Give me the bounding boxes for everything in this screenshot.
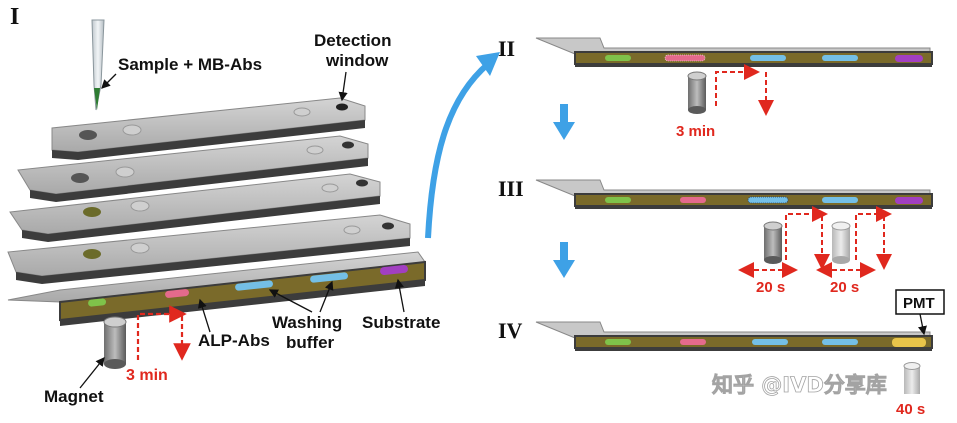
magnet-path-arrow-2: [715, 64, 774, 116]
magnet-path-arrow-1: [136, 305, 191, 361]
capsule-wash-1: [235, 280, 273, 291]
magnet-path-arrow-3: [738, 206, 892, 278]
capsule-sample: [88, 298, 107, 307]
capsule-wash-2: [310, 272, 348, 283]
time-label-2: 3 min: [676, 123, 715, 140]
strip-step-2: [535, 37, 933, 67]
panel-label-2: II: [498, 36, 515, 61]
step-arrow-down-2: [553, 242, 575, 278]
time-label-1: 3 min: [126, 367, 168, 384]
strip-step-4: [535, 321, 933, 351]
strip-back-2: [17, 135, 369, 202]
label-detection-1: Detection: [314, 31, 391, 50]
label-detection-2: window: [325, 51, 389, 70]
strip-back-4: [7, 214, 411, 284]
label-alp: ALP-Abs: [198, 331, 270, 350]
label-sample: Sample + MB-Abs: [118, 55, 262, 74]
label-substrate: Substrate: [362, 313, 440, 332]
magnet-icon-step-2: [687, 71, 707, 114]
time-label-3a: 20 s: [756, 279, 785, 296]
panel-label-1: I: [10, 4, 19, 30]
strip-stack: [7, 97, 426, 326]
signal-glow: [892, 338, 926, 347]
transition-arrow: [425, 52, 500, 239]
label-washing-2: buffer: [286, 333, 335, 352]
label-magnet: Magnet: [44, 387, 104, 406]
panel-label-3: III: [498, 176, 524, 201]
strip-back-3: [9, 173, 381, 242]
step-arrow-down-1: [553, 104, 575, 140]
watermark: 知乎 @IVD分享库: [712, 373, 887, 397]
time-label-3b: 20 s: [830, 279, 859, 296]
capsule-alp: [165, 289, 190, 298]
strip-back-1: [51, 97, 366, 160]
magnet-icon-step-4: [903, 362, 921, 394]
label-pmt: PMT: [903, 295, 935, 312]
strip-step-3: [535, 179, 933, 209]
pipette-tip-icon: [91, 19, 105, 111]
pmt-box: PMT: [895, 289, 945, 336]
label-washing-1: Washing: [272, 313, 342, 332]
time-label-4: 40 s: [896, 401, 925, 418]
magnet-icon-step-3b: [831, 221, 851, 264]
magnet-icon-step-3a: [763, 221, 783, 264]
capsule-substrate: [380, 264, 408, 276]
magnet-icon: [103, 316, 127, 369]
panel-label-4: IV: [498, 318, 523, 343]
